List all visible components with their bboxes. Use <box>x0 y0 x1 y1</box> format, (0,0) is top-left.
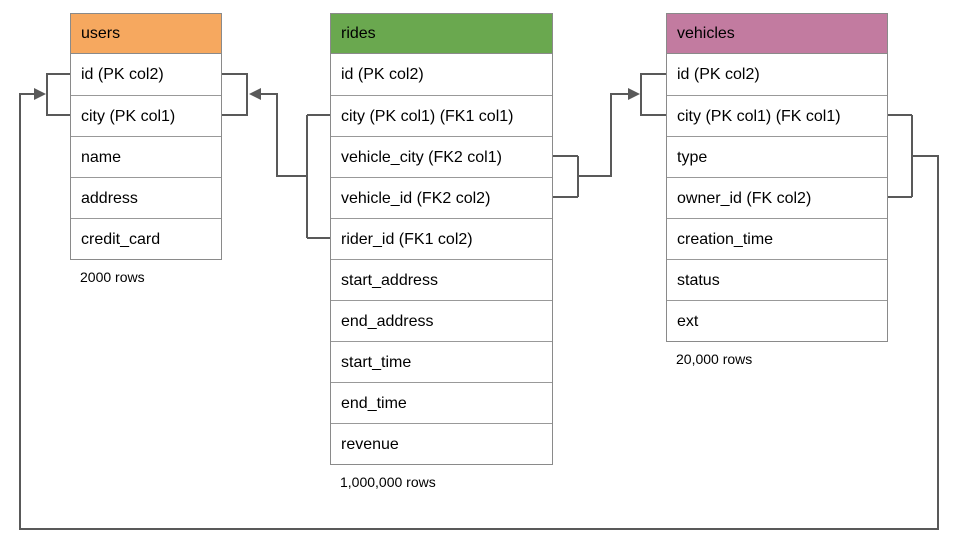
column-row: id (PK col2) <box>341 66 424 83</box>
column-row: creation_time <box>667 218 887 259</box>
column-row: rider_id (FK1 col2) <box>331 218 552 259</box>
column-row: owner_id (FK col2) <box>667 177 887 218</box>
column-row: address <box>71 177 221 218</box>
column-row: status <box>667 259 887 300</box>
column-row: end_time <box>331 382 552 423</box>
column-row: vehicle_city (FK2 col1) <box>331 136 552 177</box>
column-row: name <box>71 136 221 177</box>
column-row: type <box>667 136 887 177</box>
connector-fk2-arrowhead-icon <box>628 88 640 100</box>
column-row: city (PK col1) (FK col1) <box>667 95 887 136</box>
connector-fk1-users-bracket <box>222 73 248 116</box>
connector-fk-arrowhead-icon <box>34 88 46 100</box>
table-vehicles-header: vehicles <box>667 14 887 54</box>
column-row: id (PK col2) <box>677 66 760 83</box>
connector-fk2-vehicles-bracket <box>640 73 666 116</box>
table-rides-header: rides <box>331 14 552 54</box>
table-vehicles-columns: id (PK col2) city (PK col1) (FK col1)type… <box>667 54 887 341</box>
connector-fk-vehicles-route <box>19 93 939 530</box>
table-users-row-count: 2000 rows <box>80 269 145 285</box>
column-row: start_address <box>331 259 552 300</box>
column-row: end_address <box>331 300 552 341</box>
table-rides-box: rides id (PK col2) city (PK col1) (FK1 co… <box>330 13 553 465</box>
table-vehicles-box: vehicles id (PK col2) city (PK col1) (FK … <box>666 13 888 342</box>
table-rides-columns: id (PK col2)city (PK col1) (FK1 col1)veh… <box>331 54 552 464</box>
connector-fk1-rides-route <box>261 93 330 239</box>
column-row: credit_card <box>71 218 221 259</box>
column-row: vehicle_id (FK2 col2) <box>331 177 552 218</box>
column-row: id (PK col2) <box>81 66 164 83</box>
column-row: city (PK col1) (FK1 col1) <box>331 95 552 136</box>
table-users-header: users <box>71 14 221 54</box>
table-vehicles: vehicles id (PK col2) city (PK col1) (FK … <box>666 13 888 367</box>
column-row: ext <box>667 300 887 341</box>
column-row: city (PK col1) <box>71 95 221 136</box>
table-rides: rides id (PK col2) city (PK col1) (FK1 co… <box>330 13 553 490</box>
column-row: start_time <box>331 341 552 382</box>
table-rides-row-count: 1,000,000 rows <box>340 474 436 490</box>
column-row: revenue <box>331 423 552 464</box>
connector-fk-users-bracket <box>46 73 70 116</box>
connector-fk2-rides-route <box>553 93 628 198</box>
connector-fk1-arrowhead-icon <box>249 88 261 100</box>
table-vehicles-row-count: 20,000 rows <box>676 351 753 367</box>
